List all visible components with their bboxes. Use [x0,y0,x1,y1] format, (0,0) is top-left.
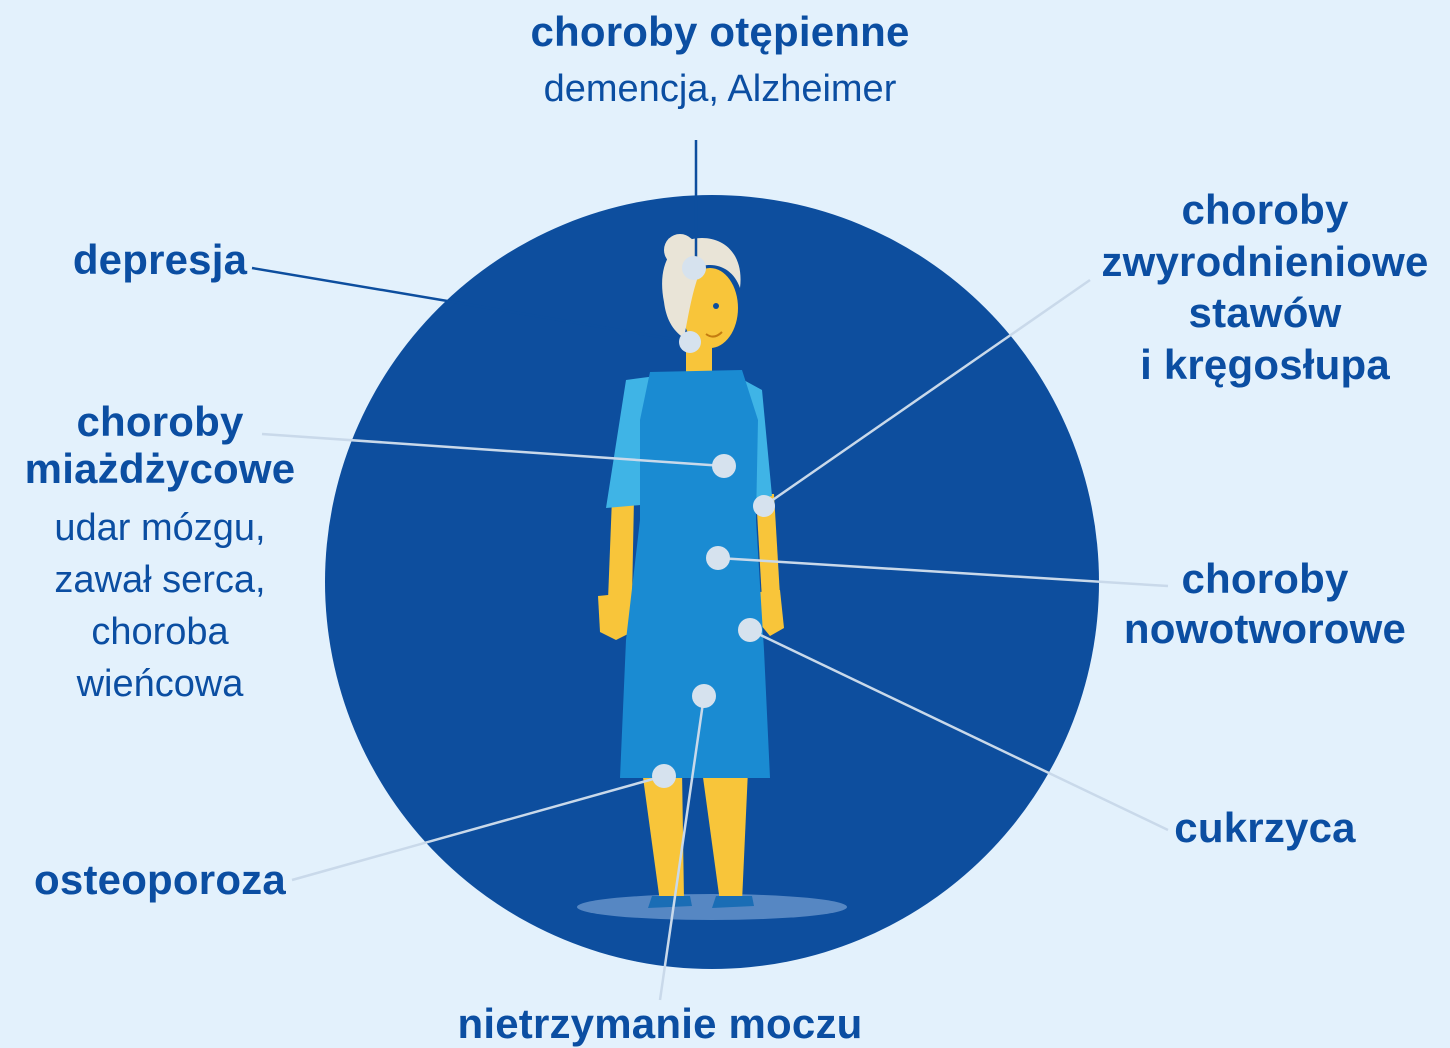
marker-osteoporosis [652,764,676,788]
label-dementia-title: choroby otępienne [470,8,970,55]
marker-diabetes [738,618,762,642]
label-incontinence-title: nietrzymanie moczu [400,1000,920,1047]
label-cancer-title: choroby nowotworowe [1100,554,1430,655]
label-incontinence: nietrzymanie moczu [400,1000,920,1047]
label-diabetes-title: cukrzyca [1160,804,1370,851]
floor-shadow [577,894,847,920]
label-atherosclerosis: choroby miażdżycowe udar mózgu, zawał se… [10,398,310,710]
marker-depression [679,331,701,353]
marker-cancer [706,546,730,570]
label-osteoporosis-title: osteoporoza [20,856,300,903]
marker-degenerative [753,495,775,517]
label-osteoporosis: osteoporoza [20,856,300,903]
marker-incontinence [692,684,716,708]
marker-atherosclerosis [712,454,736,478]
label-diabetes: cukrzyca [1160,804,1370,851]
marker-dementia [682,256,706,280]
label-dementia: choroby otępienne demencja, Alzheimer [470,8,970,116]
label-degenerative: choroby zwyrodnieniowe stawów i kręgosłu… [1080,184,1450,391]
label-dementia-subtitle: demencja, Alzheimer [470,63,970,116]
label-depression: depresja [60,236,260,283]
label-depression-title: depresja [60,236,260,283]
label-atherosclerosis-title: choroby miażdżycowe [10,398,310,492]
label-cancer: choroby nowotworowe [1100,554,1430,655]
label-degenerative-title: choroby zwyrodnieniowe stawów i kręgosłu… [1080,184,1450,391]
label-atherosclerosis-subtitle: udar mózgu, zawał serca, choroba wieńcow… [10,502,310,710]
